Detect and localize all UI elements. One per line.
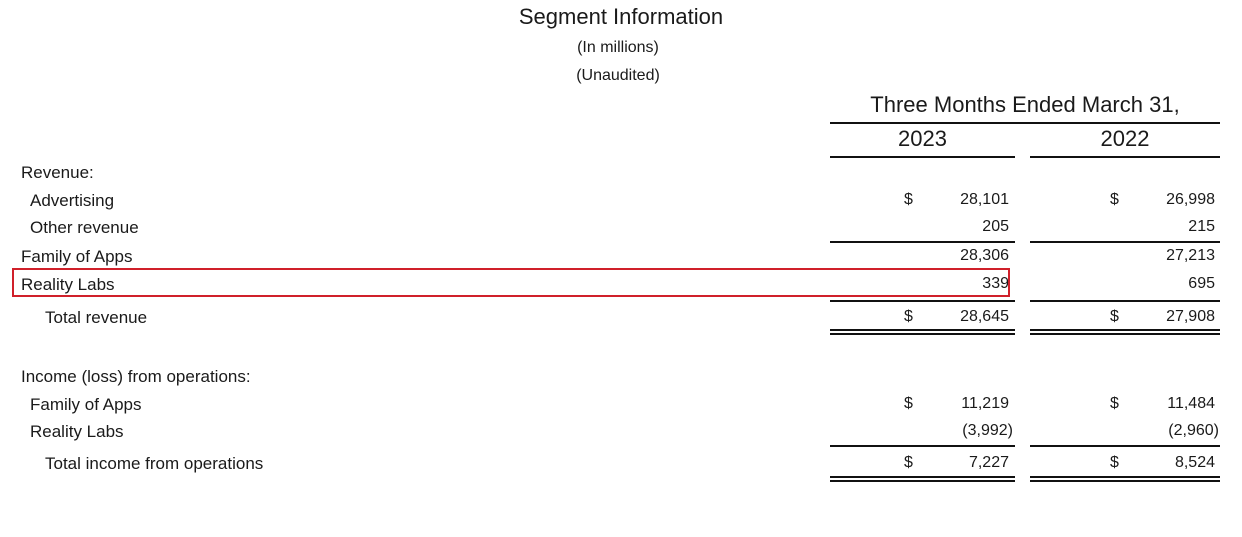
- row-label: Family of Apps: [30, 395, 142, 414]
- year-2023-heading: 2023: [898, 126, 947, 151]
- highlight-box: [12, 268, 1010, 297]
- value-2023: 11,219: [961, 395, 1009, 412]
- year-2022-heading: 2022: [1100, 126, 1150, 151]
- currency-symbol: $: [904, 454, 913, 471]
- period-underline: [830, 122, 1220, 124]
- row-label: Revenue:: [21, 163, 94, 182]
- page-title: Segment Information: [518, 4, 724, 29]
- subtotal-rule: [830, 241, 1015, 243]
- subtotal-rule: [1030, 445, 1220, 447]
- subtotal-rule: [1030, 300, 1220, 302]
- value-2022: 27,213: [1166, 247, 1215, 264]
- value-2022: 215: [1188, 218, 1215, 235]
- subtotal-rule: [830, 445, 1015, 447]
- units-note: (In millions): [577, 39, 659, 56]
- total-double-rule: [830, 329, 1015, 335]
- table-row: Income (loss) from operations:: [0, 367, 1242, 393]
- value-2023: 28,645: [960, 308, 1009, 325]
- year-2022-underline: [1030, 156, 1220, 158]
- value-2022: 8,524: [1174, 454, 1215, 471]
- value-2023: 7,227: [968, 454, 1009, 471]
- value-2023: 28,306: [960, 247, 1009, 264]
- year-2023-underline: [830, 156, 1015, 158]
- audit-note: (Unaudited): [576, 67, 660, 84]
- total-double-rule: [830, 476, 1015, 482]
- value-2022: 11,484: [1167, 395, 1215, 412]
- table-row: Total revenue $ 28,645 $ 27,908: [0, 308, 1242, 334]
- value-2023: 205: [982, 218, 1009, 235]
- row-label: Advertising: [30, 191, 115, 210]
- table-row: Other revenue 205 215: [0, 218, 1242, 244]
- value-2023: (3,992): [962, 422, 1013, 439]
- table-row: Reality Labs (3,992) (2,960): [0, 422, 1242, 448]
- currency-symbol: $: [904, 191, 913, 208]
- value-2022: 26,998: [1166, 191, 1215, 208]
- subtotal-rule: [1030, 241, 1220, 243]
- table-row: Advertising $ 28,101 $ 26,998: [0, 191, 1242, 217]
- currency-symbol: $: [1110, 395, 1119, 412]
- currency-symbol: $: [1110, 454, 1119, 471]
- row-label: Other revenue: [30, 218, 139, 237]
- row-label: Total income from operations: [45, 454, 264, 473]
- value-2023: 28,101: [960, 191, 1009, 208]
- currency-symbol: $: [1110, 308, 1119, 325]
- row-label: Family of Apps: [21, 247, 133, 266]
- total-double-rule: [1030, 476, 1220, 482]
- period-heading: Three Months Ended March 31,: [870, 92, 1180, 117]
- table-row: Family of Apps 28,306 27,213: [0, 247, 1242, 273]
- value-2023: 339: [982, 275, 1009, 292]
- currency-symbol: $: [1110, 191, 1119, 208]
- value-2022: 27,908: [1166, 308, 1215, 325]
- table-row: Total income from operations $ 7,227 $ 8…: [0, 454, 1242, 480]
- total-double-rule: [1030, 329, 1220, 335]
- currency-symbol: $: [904, 395, 913, 412]
- table-row: Family of Apps $ 11,219 $ 11,484: [0, 395, 1242, 421]
- value-2022: 695: [1188, 275, 1215, 292]
- table-row: Reality Labs 339 695: [0, 275, 1242, 301]
- subtotal-rule: [830, 300, 1015, 302]
- row-label: Reality Labs: [30, 422, 124, 441]
- row-label: Total revenue: [45, 308, 148, 327]
- currency-symbol: $: [904, 308, 913, 325]
- row-label: Income (loss) from operations:: [21, 367, 251, 386]
- row-label: Reality Labs: [21, 275, 115, 294]
- table-row: Revenue:: [0, 163, 1242, 189]
- value-2022: (2,960): [1168, 422, 1219, 439]
